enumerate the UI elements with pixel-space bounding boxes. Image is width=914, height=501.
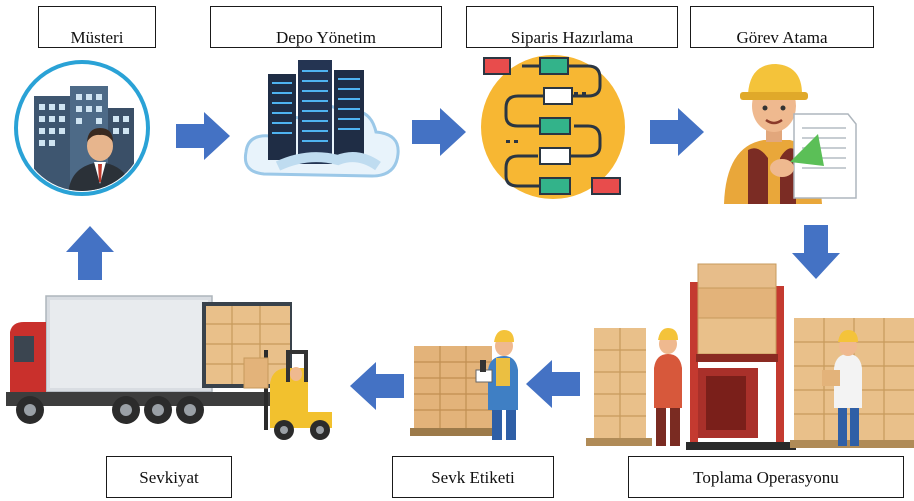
arrow-up: [66, 226, 114, 280]
label-siparis-hazirlama: Siparis Hazırlama: [466, 6, 678, 48]
label-gorev-atama: Görev Atama: [690, 6, 874, 48]
arrow-right-1: [176, 112, 230, 160]
label-sevk-etiketi-text: Sevk Etiketi: [431, 467, 515, 487]
small-forklift: [243, 350, 332, 440]
customer-building-icon: [14, 60, 150, 196]
barcode-scanner-worker-icon: [410, 330, 518, 440]
label-toplama-operasyonu: Toplama Operasyonu: [628, 456, 904, 498]
truck-forklift-icon: [6, 295, 332, 440]
arrow-left-2: [350, 362, 404, 410]
forklift-mast: [686, 263, 796, 450]
label-gorev-atama-text: Görev Atama: [736, 28, 828, 47]
process-flow-icon: [481, 55, 625, 199]
box-stack-left: [586, 328, 652, 446]
arrow-right-2: [412, 108, 466, 156]
label-siparis-hazirlama-text: Siparis Hazırlama: [510, 28, 634, 47]
server-cloud-icon: [243, 60, 400, 178]
label-sevk-etiketi: Sevk Etiketi: [392, 456, 554, 498]
forklift-warehouse-icon: [586, 263, 914, 450]
arrow-left-1: [526, 360, 580, 408]
label-depo-yonetim-text: Depo Yönetim: [276, 28, 376, 47]
label-sevkiyat: Sevkiyat: [106, 456, 232, 498]
label-depo-yonetim: Depo Yönetim: [210, 6, 442, 48]
worker-clipboard-icon: [724, 64, 857, 204]
arrow-right-3: [650, 108, 704, 156]
worker-left: [654, 328, 682, 446]
label-sevkiyat-text: Sevkiyat: [139, 467, 199, 487]
arrow-down: [792, 225, 840, 279]
label-musteri-text: Müsteri: [70, 28, 124, 47]
label-musteri: Müsteri: [38, 6, 156, 48]
worker-right: [822, 330, 862, 446]
label-toplama-operasyonu-text: Toplama Operasyonu: [693, 467, 839, 487]
